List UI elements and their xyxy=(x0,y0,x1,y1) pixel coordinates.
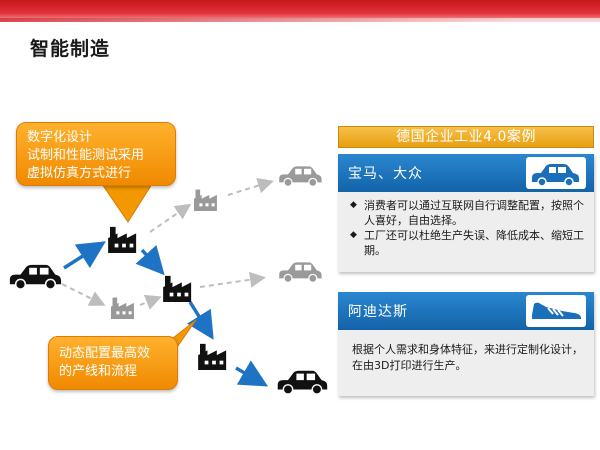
car-icon xyxy=(278,261,323,283)
active-paths xyxy=(63,241,269,387)
callout-config-line: 的产线和流程 xyxy=(59,364,138,379)
inactive-arrow-alt-top-out xyxy=(227,177,274,196)
case-header: 阿迪达斯 xyxy=(338,292,594,330)
car-icon xyxy=(526,157,586,189)
case-title: 阿迪达斯 xyxy=(348,304,408,320)
callout-dynamic-config: 动态配置最高效 的产线和流程 xyxy=(48,336,178,390)
active-arrow-factory1 xyxy=(135,245,165,276)
factory-icon xyxy=(163,275,192,302)
callout-config-line: 动态配置最高效 xyxy=(59,346,151,361)
case-bullet-list: 消费者可以通过互联网自行调整配置，按照个人喜好，自由选择。 工厂还可以杜绝生产失… xyxy=(338,192,594,258)
inactive-arrow-alt-bottom xyxy=(61,283,106,306)
case-title: 宝马、大众 xyxy=(348,166,423,182)
car-icon xyxy=(277,370,328,395)
case-description: 根据个人需求和身体特征，来进行定制化设计，在由3D打印进行生产。 xyxy=(352,343,583,372)
callout-pointer-design xyxy=(101,183,153,223)
factory-icon xyxy=(108,226,137,253)
callout-design-line: 虚拟仿真方式进行 xyxy=(27,166,132,181)
inactive-arrow-factory2-out xyxy=(199,271,266,288)
callout-design-line: 数字化设计 xyxy=(27,130,93,145)
list-item: 消费者可以通过互联网自行调整配置，按照个人喜好，自由选择。 xyxy=(350,198,586,228)
active-arrow-input xyxy=(63,241,106,270)
inactive-paths xyxy=(61,177,274,310)
page-title: 智能制造 xyxy=(30,38,111,60)
factory-icon xyxy=(194,189,217,211)
car-icon xyxy=(9,264,62,290)
inactive-arrow-alt-bottom-out xyxy=(139,294,162,310)
case-banner: 德国企业工业4.0案例 xyxy=(338,126,594,148)
active-arrow-final xyxy=(235,360,269,387)
factory-icon xyxy=(198,343,227,370)
car-icon xyxy=(278,165,323,187)
factory-icon xyxy=(111,297,134,319)
active-arrow-factory2 xyxy=(186,301,214,340)
sneaker-icon xyxy=(526,295,586,327)
case-card-bmw: 宝马、大众 消费者可以通过互联网自行调整配置，按照个人喜好，自由选择。 工厂还可… xyxy=(338,154,594,272)
callout-digital-design: 数字化设计 试制和性能测试采用 虚拟仿真方式进行 xyxy=(16,122,176,186)
case-card-adidas: 阿迪达斯 根据个人需求和身体特征，来进行定制化设计，在由3D打印进行生产。 xyxy=(338,292,594,396)
inactive-arrow-alt-top xyxy=(149,203,192,233)
case-header: 宝马、大众 xyxy=(338,154,594,192)
callout-design-line: 试制和性能测试采用 xyxy=(27,148,145,163)
list-item: 工厂还可以杜绝生产失误、降低成本、缩短工期。 xyxy=(350,228,586,258)
header-band xyxy=(0,0,600,22)
